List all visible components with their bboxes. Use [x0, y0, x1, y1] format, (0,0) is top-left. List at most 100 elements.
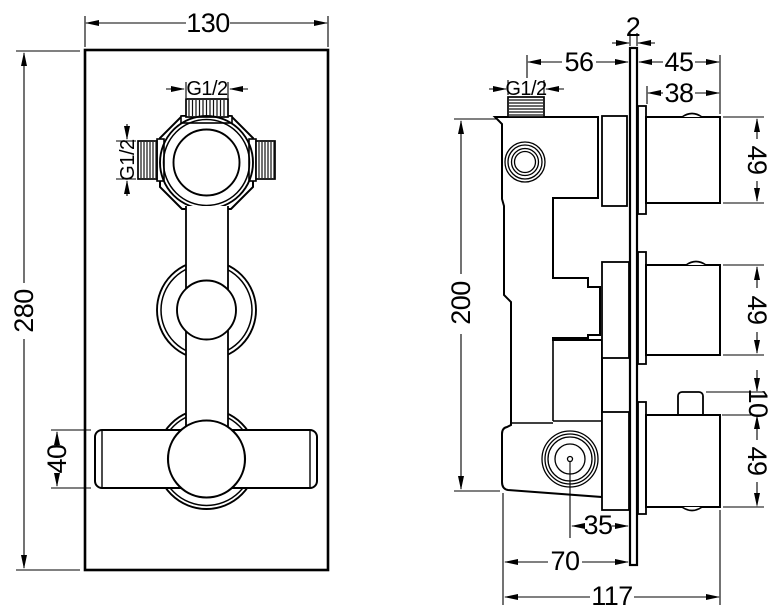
side-wall-plate [628, 46, 639, 567]
bottom-knob-circle [166, 419, 247, 499]
top-flange-block [601, 115, 628, 207]
top-escutcheon-inner-ring [162, 118, 251, 207]
arrowhead-icon [754, 378, 760, 392]
arrowhead-icon [754, 188, 760, 202]
arrowhead-icon [706, 90, 720, 96]
arrowhead-icon [754, 415, 760, 429]
dim-width-label: 130 [186, 8, 230, 38]
thread-stripes [140, 142, 157, 178]
dim-handle-height: 40 [42, 429, 91, 489]
arrowhead-icon [754, 340, 760, 354]
knob-set-screw-domes [681, 112, 707, 512]
middle-knob-circle [176, 279, 237, 341]
top-knob-side [645, 116, 721, 204]
arrowhead-icon [706, 59, 720, 65]
dim-plate-to-knob: 45 [638, 47, 721, 114]
thread-nipple-right [255, 140, 276, 180]
arrowhead-icon [616, 40, 630, 46]
thread-stripes [258, 142, 275, 178]
arrowhead-icon [171, 86, 185, 92]
thread-stripes [188, 100, 225, 116]
ext-line [84, 16, 329, 47]
bottom-knob-side [645, 414, 721, 508]
middle-flange-block [601, 261, 630, 359]
bottom-flange-block [601, 411, 630, 511]
arrowhead-icon [615, 523, 629, 529]
top-rosette [637, 105, 647, 215]
arrowhead-icon [638, 59, 652, 65]
dim-lever-height-label: 10 [743, 388, 773, 417]
arrowhead-icon [754, 266, 760, 280]
dim-height: 280 [9, 50, 80, 571]
arrowhead-icon [124, 126, 130, 140]
dim-knob-bottom-height-label: 49 [742, 446, 772, 475]
arrowhead-icon [754, 493, 760, 507]
arrowhead-icon [637, 40, 651, 46]
dim-knob-depth: 38 [646, 78, 720, 108]
middle-rosette [637, 251, 647, 365]
dim-body-depth-label: 70 [550, 546, 579, 576]
dim-outlet-offset: 35 [571, 510, 629, 540]
dim-total-depth: 117 [504, 510, 721, 611]
arrowhead-icon [706, 594, 720, 600]
dim-total-depth-label: 117 [591, 581, 633, 611]
arrowhead-icon [504, 559, 518, 565]
dim-body-height-label: 200 [446, 281, 476, 325]
thread-nipple-side-view [507, 96, 545, 118]
dim-plate-thickness: 2 [612, 12, 655, 46]
arrowhead-icon [754, 118, 760, 132]
arrowhead-icon [527, 59, 541, 65]
bottom-rosette [637, 401, 647, 515]
arrowhead-icon [124, 180, 130, 194]
arrowhead-icon [85, 20, 99, 26]
dim-outlet-offset-label: 35 [583, 510, 612, 540]
dim-knob-top-height-label: 49 [742, 145, 772, 174]
valve-rough-body [492, 116, 603, 499]
dim-thread-side-view-label: G1/2 [505, 78, 547, 100]
arrowhead-icon [504, 594, 518, 600]
thread-nipple-top [185, 98, 229, 118]
arrowhead-icon [615, 559, 629, 565]
arrowhead-icon [21, 52, 27, 66]
thread-stripes [509, 99, 543, 116]
dim-knob-mid-height-label: 49 [742, 295, 772, 324]
ext-line [16, 50, 80, 571]
arrowhead-icon [458, 476, 464, 490]
dim-body-height: 200 [446, 118, 500, 492]
dim-knob-mid-height: 49 [723, 264, 772, 356]
dim-width: 130 [84, 8, 329, 47]
dim-lever-height: 10 [706, 370, 773, 418]
dim-thread-top-label: G1/2 [186, 78, 228, 100]
middle-knob-side [645, 264, 721, 356]
dim-body-to-plate: 56 [526, 47, 629, 78]
dim-thread-top: G1/2 [166, 78, 248, 100]
arrowhead-icon [54, 473, 60, 487]
dim-handle-height-label: 40 [42, 444, 72, 473]
arrowhead-icon [615, 59, 629, 65]
dim-plate-to-knob-label: 45 [664, 47, 693, 77]
dim-body-to-plate-label: 56 [564, 47, 593, 77]
arrowhead-icon [571, 523, 585, 529]
dim-knob-depth-label: 38 [664, 78, 693, 108]
dim-thread-side-view: G1/2 [489, 78, 564, 100]
arrowhead-icon [21, 555, 27, 569]
arrowhead-icon [229, 86, 243, 92]
thread-nipple-left [137, 140, 158, 180]
lower-outlet-boss [541, 430, 599, 488]
dim-thread-side-label: G1/2 [117, 139, 139, 181]
arrowhead-icon [545, 86, 559, 92]
dim-height-label: 280 [9, 289, 39, 333]
dim-thread-side: G1/2 [116, 124, 139, 196]
side-view: 200 [446, 12, 773, 611]
dim-plate-thickness-label: 2 [626, 12, 641, 42]
arrowhead-icon [458, 120, 464, 134]
dim-knob-top-height: 49 [723, 116, 772, 204]
body-interior-lines [511, 340, 602, 424]
dim-body-depth: 70 [502, 493, 629, 605]
front-view: 130 280 [9, 8, 330, 572]
arrowhead-icon [493, 86, 507, 92]
arrowhead-icon [54, 431, 60, 445]
lever-end-caps [101, 431, 311, 487]
